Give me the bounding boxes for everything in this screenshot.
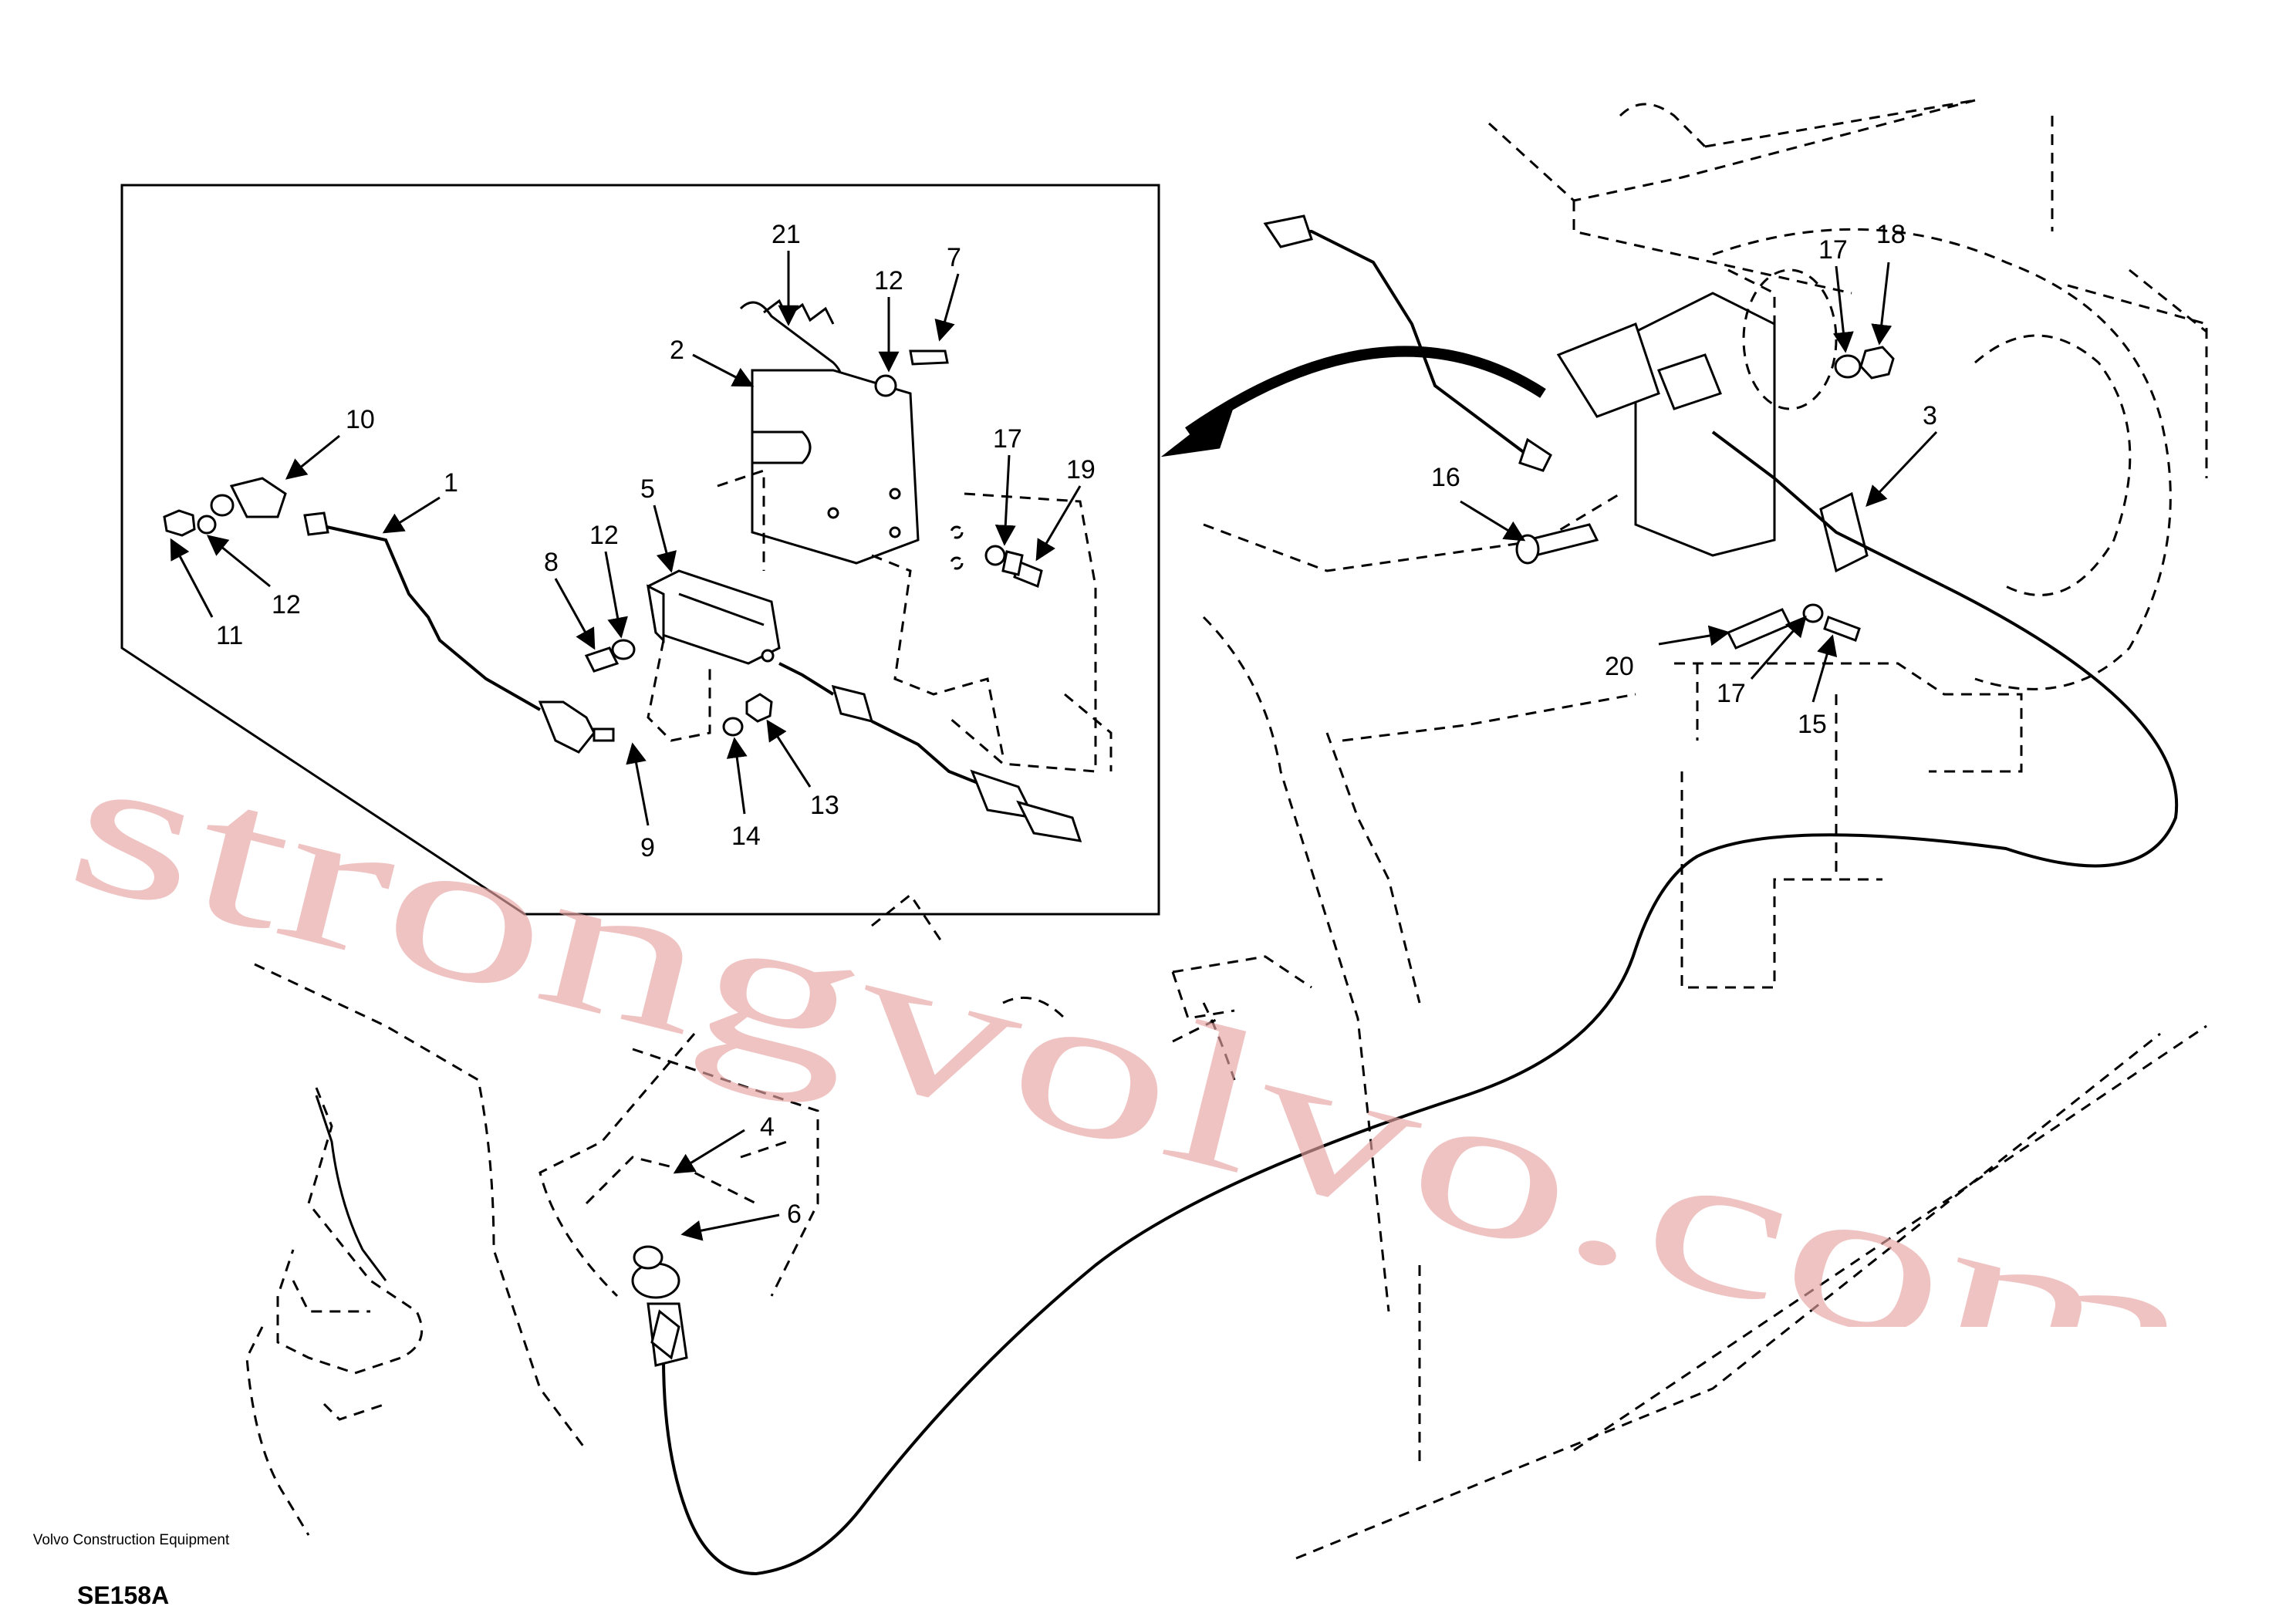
lever-block bbox=[1556, 322, 1660, 418]
main-assembly bbox=[315, 214, 2179, 1576]
box-housing bbox=[1634, 292, 1776, 557]
connector-end bbox=[1263, 214, 1313, 248]
knob-4 bbox=[631, 1262, 680, 1299]
callout-18: 18 bbox=[1876, 220, 1906, 249]
callout-20: 20 bbox=[1605, 652, 1634, 681]
callout-15: 15 bbox=[1798, 710, 1827, 739]
bracket-2 bbox=[751, 369, 920, 565]
callout-17: 17 bbox=[993, 424, 1022, 454]
callout-16: 16 bbox=[1431, 463, 1460, 492]
callout-5: 5 bbox=[640, 474, 655, 504]
callout-11: 11 bbox=[216, 621, 243, 650]
detail-inset bbox=[120, 184, 1160, 916]
ball-joint-10 bbox=[229, 477, 287, 518]
callout-4: 4 bbox=[760, 1112, 775, 1142]
block-5 bbox=[647, 569, 781, 665]
link-plate bbox=[1726, 608, 1792, 650]
callout-12: 12 bbox=[589, 521, 619, 550]
callout-1: 1 bbox=[444, 468, 458, 498]
callout-6: 6 bbox=[787, 1200, 802, 1229]
callout-leaders bbox=[170, 251, 1938, 1241]
callout-7: 7 bbox=[947, 243, 961, 272]
callout-17: 17 bbox=[1717, 679, 1746, 708]
figure-code: SE158A bbox=[77, 1581, 170, 1609]
callout-10: 10 bbox=[346, 405, 375, 434]
callout-3: 3 bbox=[1923, 401, 1937, 430]
detail-arrowhead bbox=[1160, 397, 1237, 457]
detail-arrow bbox=[1185, 346, 1546, 437]
footer-company: Volvo Construction Equipment bbox=[32, 1532, 230, 1548]
callout-14: 14 bbox=[731, 822, 761, 851]
callout-12: 12 bbox=[272, 590, 301, 619]
callout-13: 13 bbox=[810, 791, 839, 820]
machine-outline bbox=[245, 99, 2208, 1560]
detail-frame bbox=[120, 184, 1160, 916]
callout-19: 19 bbox=[1066, 455, 1096, 484]
bracket-3 bbox=[1819, 491, 1869, 573]
callout-8: 8 bbox=[544, 548, 559, 577]
callout-12: 12 bbox=[874, 266, 903, 295]
callout-labels: 21 12 7 2 10 1 17 19 5 8 12 12 11 9 14 1… bbox=[216, 220, 1937, 1229]
ball-joint-9 bbox=[538, 700, 596, 754]
callout-2: 2 bbox=[670, 336, 684, 365]
callout-21: 21 bbox=[772, 220, 801, 249]
callout-17: 17 bbox=[1818, 235, 1848, 265]
callout-9: 9 bbox=[640, 833, 655, 862]
